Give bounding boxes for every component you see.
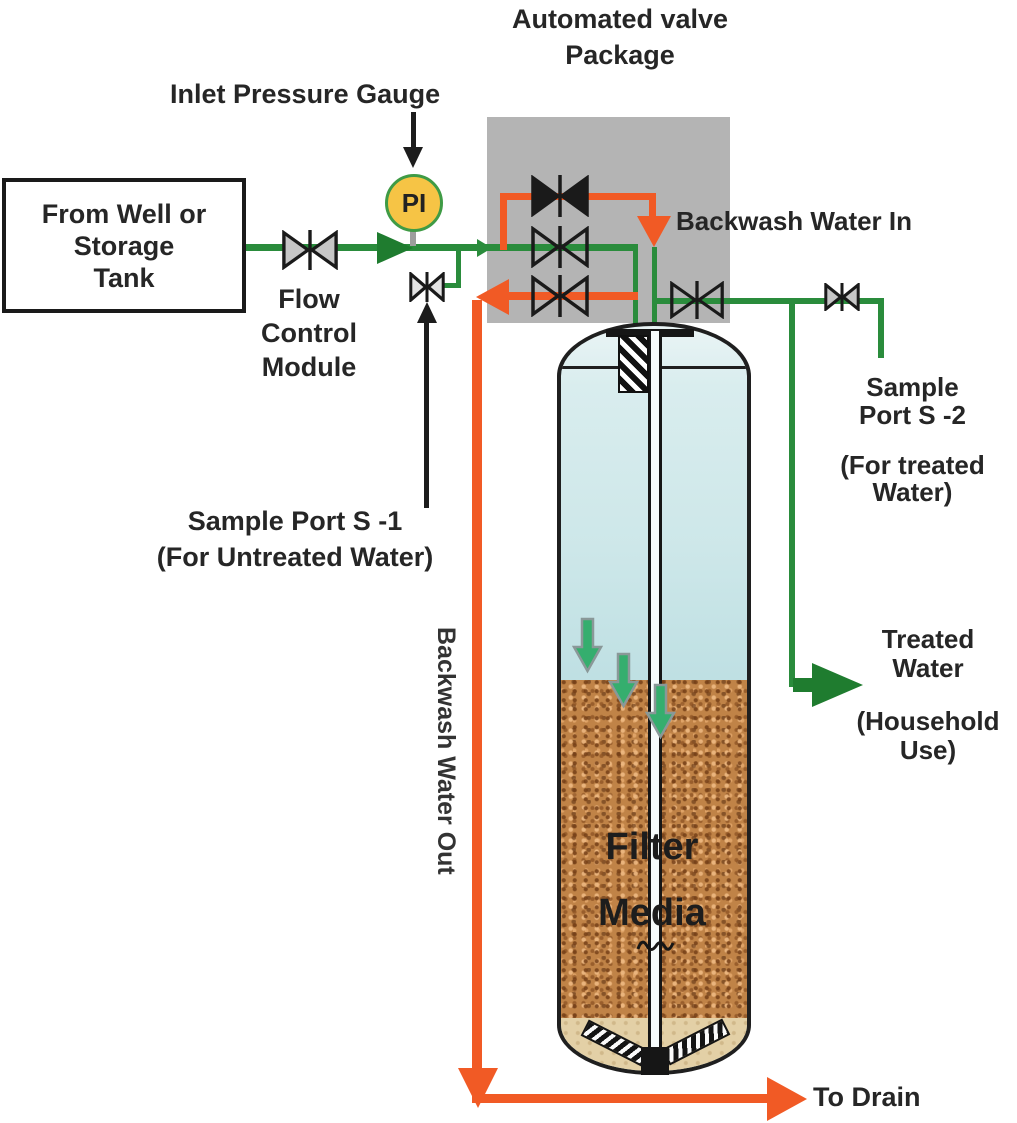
sample-port-s1-valve-icon — [409, 270, 445, 304]
s1-pointer-arrow-icon — [417, 302, 437, 323]
automated-valve-bottom-icon — [530, 274, 590, 318]
sample-port-s2-valve-icon — [824, 281, 860, 313]
pipe-s2-stub — [878, 298, 884, 358]
treated-water-arrow-icon — [812, 663, 863, 707]
package-inlet-arrow-icon — [477, 239, 492, 257]
source-box: From Well or Storage Tank — [2, 178, 246, 313]
treated-water-label: Treated Water — [881, 624, 975, 683]
riser-break-squiggle — [636, 940, 675, 951]
backwash-water-in-label: Backwash Water In — [676, 206, 913, 236]
pipe-s1-branch-vertical — [456, 248, 461, 286]
automated-valve-top-icon — [530, 174, 590, 218]
gauge-stem — [410, 229, 416, 246]
top-distributor-screen — [618, 335, 649, 393]
pipe-backwash-junction-vertical — [500, 196, 507, 250]
pipe-backwash-out-vertical — [472, 300, 482, 1098]
pipe-backwash-out-horizontal — [504, 292, 638, 300]
gauge-pointer-arrow-icon — [403, 147, 423, 168]
pipe-treated-vertical — [789, 301, 795, 687]
flow-control-module-label: Flow Control Module — [261, 284, 357, 382]
gauge-pointer-line — [411, 112, 416, 152]
filter-media-label-line2: Media — [598, 892, 706, 934]
bottom-distributor-hub — [641, 1047, 669, 1075]
percolation-arrow-icon — [608, 652, 639, 709]
treated-arrow-shaft — [793, 678, 815, 692]
automated-valve-package-box — [487, 117, 730, 323]
sample-port-s2-sublabel: (For treated Water) — [840, 450, 985, 507]
sample-port-s2-label: Sample Port S -2 — [859, 372, 966, 430]
pipe-backwash-in-drop — [649, 193, 656, 223]
backwash-water-out-label: Backwash Water Out — [432, 627, 460, 875]
source-label-line1: From Well or — [41, 199, 207, 229]
source-label-line2: Storage — [73, 231, 175, 261]
pipe-treated-outlet — [655, 298, 883, 304]
percolation-arrow-icon — [572, 617, 603, 674]
gauge-tag-label: PI — [401, 188, 427, 218]
backwash-in-arrow-icon — [637, 216, 671, 247]
pipe-s1-branch-horizontal — [443, 283, 461, 288]
pipe-main-inlet — [246, 244, 638, 251]
pressure-indicator-gauge-icon: PI — [385, 174, 443, 232]
inlet-pressure-gauge-label: Inlet Pressure Gauge — [170, 79, 441, 109]
pipe-to-drain — [472, 1094, 770, 1103]
to-drain-arrow-icon — [767, 1077, 807, 1121]
automated-valve-middle-icon — [530, 225, 590, 269]
flow-control-valve-icon — [281, 229, 339, 271]
flow-direction-arrow-icon — [377, 232, 413, 264]
filter-media-label-line1: Filter — [605, 826, 699, 868]
sample-port-s1-label: Sample Port S -1 (For Untreated Water) — [156, 506, 434, 572]
automated-valve-outlet-icon — [669, 280, 725, 320]
treated-water-sublabel: (Household Use) — [856, 706, 1000, 765]
pipe-riser-connection — [652, 247, 657, 334]
source-label-line3: Tank — [93, 263, 155, 293]
s1-pointer-line — [424, 318, 429, 508]
percolation-arrow-icon — [645, 683, 676, 740]
pipe-inlet-downcomer — [633, 247, 638, 334]
diagram-title: Automated valve Package — [511, 4, 729, 70]
to-drain-label: To Drain — [813, 1082, 921, 1112]
